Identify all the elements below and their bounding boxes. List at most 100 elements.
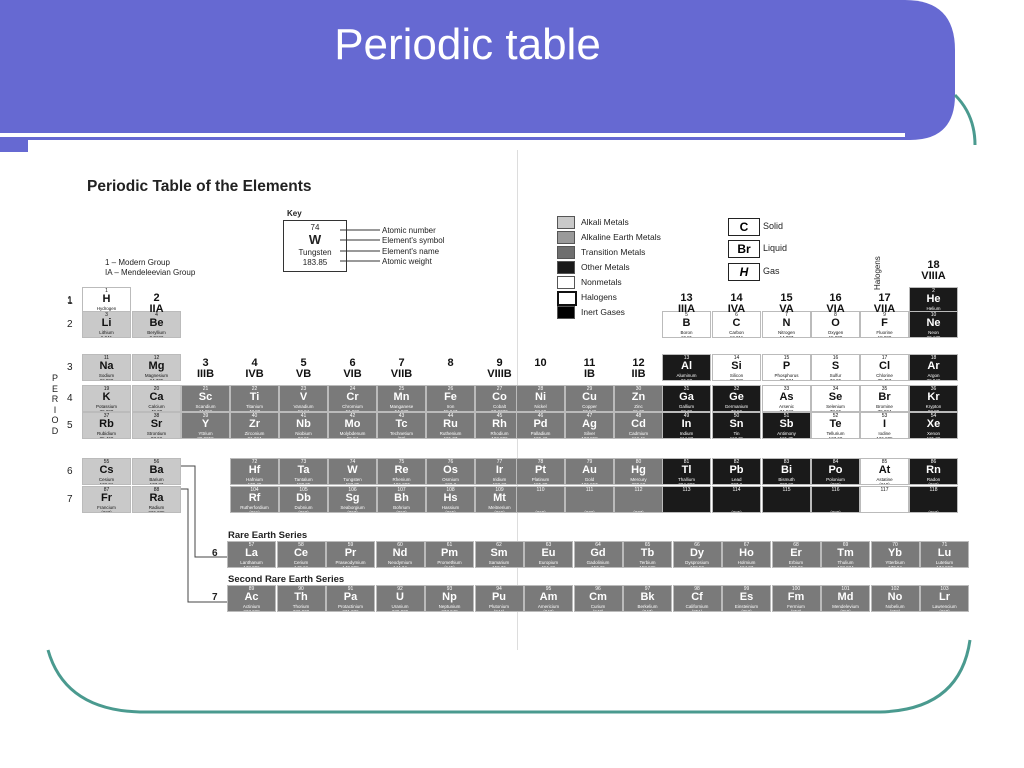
element-name: Germanium [724,404,749,409]
element-name: Nobelium [885,604,905,609]
element-symbol: Fm [787,591,805,603]
element-name: Calcium [148,404,165,409]
element-symbol: Ir [495,464,504,476]
element-name: Selenium [826,404,845,409]
group-roman: IVB [245,368,264,380]
element-weight: 32.06 [829,378,842,381]
state-gas-label: Gas [763,266,780,276]
element-symbol: Sg [345,492,360,504]
element-number: 98 [694,586,700,592]
group-roman: VIB [343,368,362,380]
element-symbol: Zn [631,391,646,403]
element-weight: 40.08 [150,409,163,412]
element-number: 88 [153,487,160,493]
element-symbol: Tm [837,547,854,559]
element-weight: 173.04 [888,565,902,568]
element-weight: 101.07 [443,436,458,439]
element-name: Lanthanum [240,560,263,565]
element-number: 47 [586,413,593,419]
element-number: 5 [685,312,688,318]
element-number: 20 [153,386,160,392]
element-symbol: S [831,360,840,372]
element-number: 74 [349,459,356,465]
element-name: Thallium [677,477,695,482]
element-name: Erbium [788,560,804,565]
element-weight: (222) [928,482,939,485]
element-weight: 87.62 [150,436,163,439]
element-weight: (210) [879,482,890,485]
group-note-mendeleev: IA – Mendeleevian Group [105,268,196,277]
period-number-3: 3 [67,362,73,373]
element-number: 25 [398,386,405,392]
element-symbol: Bh [394,492,409,504]
element-symbol: At [878,464,891,476]
element-symbol: Cl [879,360,890,372]
group-number: 3 [202,357,209,369]
key-number: 74 [310,223,320,232]
element-weight: 39.948 [926,378,941,381]
element-symbol: Xe [926,418,941,430]
element-symbol: In [681,418,692,430]
element-name: Cobalt [492,404,506,409]
element-symbol: Nd [392,547,408,559]
top-right-curve [953,93,977,146]
group-number: 11 [583,357,596,369]
element-weight: 28.086 [729,378,744,381]
element-symbol: Gd [590,547,606,559]
group-number: 2 [153,292,160,304]
element-115: 115 [762,486,811,513]
element-weight: 78.96 [829,409,842,412]
element-name: Aluminum [676,373,697,378]
group-header-8: 8 [426,358,475,369]
element-name: Helium [926,306,941,311]
element-number: 44 [447,413,454,419]
sheet-title: Periodic Table of the Elements [87,178,312,195]
legend-transition: Transition Metals [581,247,646,257]
element-name: Silver [583,431,596,436]
element-symbol: Pb [729,464,744,476]
element-weight: (285) [731,510,742,513]
element-weight: 102.906 [491,436,508,439]
element-symbol: K [102,391,111,403]
period-number-6: 6 [67,466,73,477]
element-weight: 74.922 [779,409,794,412]
group-number: 14 [730,292,743,304]
group-header-10: 10 [516,358,565,369]
period-number-1: 1 [67,295,73,306]
element-symbol: Ru [443,418,458,430]
element-symbol: Br [878,391,891,403]
element-weight: 35.453 [877,378,892,381]
element-number: 63 [545,542,552,548]
element-name: Lead [731,477,742,482]
element-number: 50 [733,413,740,419]
element-name: Neptunium [438,604,461,609]
element-symbol: Pd [533,418,548,430]
element-number: 58 [298,542,304,548]
element-number: 116 [831,487,840,493]
element-symbol: Np [442,591,457,603]
element-name: Mendelevium [832,604,859,609]
element-weight: 132.91 [99,482,114,485]
element-symbol: Ge [729,391,744,403]
state-gas-symbol: H [728,263,760,281]
element-weight: 22.990 [99,378,114,381]
element-weight: (259) [889,609,901,612]
element-weight: 85.468 [99,436,114,439]
element-name: Molybdenum [339,431,366,436]
element-number: 66 [694,542,700,548]
